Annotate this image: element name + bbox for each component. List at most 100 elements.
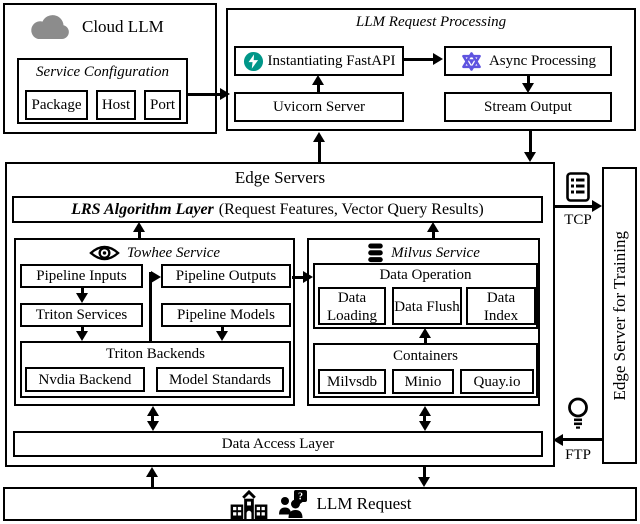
data-index-box: Data Index [466, 287, 536, 325]
data-flush-box: Data Flush [392, 287, 462, 325]
package-box: Package [25, 90, 88, 120]
service-configuration-title: Service Configuration [36, 64, 169, 80]
cloud-llm-box: Cloud LLM Service Configuration Package … [3, 3, 217, 134]
model-standards-box: Model Standards [156, 367, 284, 392]
data-loading-box: Data Loading [318, 287, 386, 325]
edge-server-for-training-label: Edge Server for Training [609, 230, 629, 401]
arrow-request-to-edge-head [146, 467, 158, 477]
triton-services-box: Triton Services [20, 303, 143, 327]
quay-io-box: Quay.io [460, 369, 534, 394]
ftp-label: FTP [565, 447, 591, 463]
arrow-request-to-edge-line [151, 476, 154, 487]
arrow-containers-to-dataop-line [424, 336, 427, 343]
arrow-inputs-to-services-line [81, 288, 84, 294]
arrow-towhee-to-lrs-head [133, 222, 145, 232]
llm-request-label: LLM Request [316, 494, 412, 513]
milvus-service-box: Milvus Service Data Operation Data Loadi… [307, 238, 540, 406]
lightbulb-icon [568, 397, 588, 429]
arrow-ftp-line [563, 438, 602, 441]
tcp-label: TCP [564, 212, 592, 228]
towhee-service-title: Towhee Service [126, 244, 221, 261]
arrow-outputs-to-dataop-line [292, 276, 304, 279]
svg-text:?: ? [298, 492, 303, 503]
arrow-towhee-dal-head-down [147, 421, 159, 431]
lrs-algorithm-layer-box: LRS Algorithm Layer (Request Features, V… [12, 196, 543, 223]
arrow-towhee-to-lrs-line [138, 231, 141, 238]
database-icon [368, 242, 383, 262]
arrow-containers-to-dataop-head [419, 328, 431, 338]
pipeline-inputs-box: Pipeline Inputs [20, 264, 143, 288]
arrow-backends-to-outputs-line [149, 272, 152, 341]
instantiating-fastapi-box: Instantiating FastAPI [234, 46, 404, 76]
instantiating-fastapi-label: Instantiating FastAPI [267, 53, 396, 69]
arrow-outputs-to-dataop-head [303, 271, 313, 283]
arrow-processing-to-edge-line [529, 131, 532, 152]
host-box: Host [96, 90, 136, 120]
milvus-service-title: Milvus Service [391, 244, 480, 261]
arrow-uvicorn-to-fastapi-line [317, 84, 320, 92]
data-operation-title: Data Operation [379, 267, 472, 283]
arrow-towhee-dal-line [151, 414, 154, 423]
llm-request-box: ? LLM Request [3, 487, 637, 521]
milvsdb-box: Milvsdb [318, 369, 386, 394]
service-configuration-box: Service Configuration Package Host Port [17, 58, 188, 124]
pipeline-outputs-box: Pipeline Outputs [161, 264, 291, 288]
arrow-backends-to-outputs-head [151, 271, 161, 283]
pipeline-models-box: Pipeline Models [161, 303, 291, 327]
arrow-inputs-to-services-head [76, 293, 88, 303]
arrow-milvus-dal-head-down [419, 421, 431, 431]
triton-backends-title: Triton Backends [105, 346, 206, 362]
cloud-llm-title: Cloud LLM [82, 17, 164, 36]
arrow-async-to-stream-line [527, 76, 530, 84]
llm-request-processing-title: LLM Request Processing [355, 14, 507, 30]
arrow-tcp-line [555, 205, 593, 208]
arrow-async-to-stream-head [522, 83, 534, 93]
data-access-layer-box: Data Access Layer [13, 431, 543, 457]
towhee-service-box: Towhee Service Pipeline Inputs Pipeline … [14, 238, 295, 406]
arrow-edge-to-request-line [423, 467, 426, 478]
arrow-config-to-processing-head [220, 88, 230, 100]
async-icon [462, 51, 481, 71]
arrow-milvus-to-lrs-line [432, 231, 435, 238]
port-box: Port [144, 90, 181, 120]
edge-servers-title: Edge Servers [234, 168, 326, 187]
lrs-title: LRS Algorithm Layer [71, 200, 214, 218]
lrs-subtitle: (Request Features, Vector Query Results) [218, 200, 484, 218]
fastapi-icon [243, 51, 263, 71]
triton-backends-box: Triton Backends Nvdia Backend Model Stan… [20, 341, 291, 398]
arrow-milvus-dal-head-up [419, 406, 431, 416]
arrow-towhee-dal-head-up [147, 406, 159, 416]
arrow-fastapi-to-async-line [404, 58, 433, 61]
cloud-icon [31, 15, 69, 39]
eye-icon [89, 245, 120, 260]
data-operation-box: Data Operation Data Loading Data Flush D… [313, 263, 538, 329]
arrow-processing-to-edge-head [524, 152, 536, 162]
arrow-milvus-to-lrs-head [427, 222, 439, 232]
arrow-services-to-backends-head [76, 331, 88, 341]
arrow-fastapi-to-async-head [433, 53, 443, 65]
school-icon [230, 489, 267, 519]
arrow-uvicorn-to-fastapi-head [312, 75, 324, 85]
arrow-milvus-dal-line [423, 414, 426, 423]
arrow-edge-to-processing-head [313, 132, 325, 142]
users-question-icon: ? [278, 490, 307, 518]
stream-output-box: Stream Output [444, 92, 612, 122]
list-document-icon [566, 172, 590, 202]
uvicorn-server-box: Uvicorn Server [234, 92, 404, 122]
arrow-tcp-head [592, 200, 602, 212]
arrow-edge-to-processing-line [318, 141, 321, 162]
nvdia-backend-box: Nvdia Backend [25, 367, 145, 392]
arrow-models-to-backends-line [221, 327, 224, 332]
async-processing-label: Async Processing [488, 53, 597, 69]
arrow-ftp-head [553, 434, 563, 446]
minio-box: Minio [392, 369, 454, 394]
arrow-services-to-backends-line [81, 327, 84, 332]
async-processing-box: Async Processing [444, 46, 612, 76]
edge-server-for-training-box: Edge Server for Training [602, 167, 637, 464]
llm-request-processing-box: LLM Request Processing Instantiating Fas… [226, 8, 636, 131]
arrow-edge-to-request-head [418, 477, 430, 487]
containers-title: Containers [393, 348, 458, 364]
containers-box: Containers Milvsdb Minio Quay.io [313, 343, 538, 398]
arrow-config-to-processing-line [188, 93, 220, 96]
